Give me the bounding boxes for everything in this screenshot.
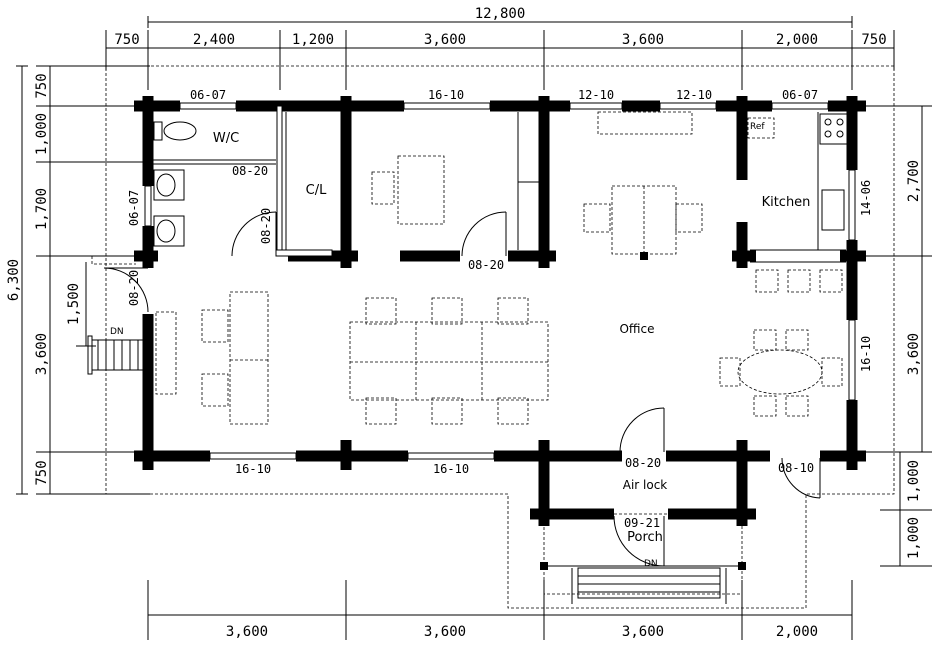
label-dn-left: DN xyxy=(110,327,124,337)
code-d-wc: 08-20 xyxy=(232,164,268,178)
code-d-side: 08-10 xyxy=(778,461,814,475)
dim-left-total: 6,300 xyxy=(6,259,22,301)
refrigerator-icon xyxy=(747,117,775,139)
dim-left-inner: 1,500 xyxy=(66,283,82,325)
code-w-right-office: 16-10 xyxy=(859,336,873,372)
room-label-porch: Porch xyxy=(627,530,663,545)
porch-stairs xyxy=(543,513,743,604)
dim-top-seg-3: 1,200 xyxy=(292,32,334,48)
dim-top-seg-1: 750 xyxy=(114,32,139,48)
dim-left-seg-3: 1,700 xyxy=(34,188,50,230)
code-d-airlock: 08-20 xyxy=(625,456,661,470)
code-w-top-wc: 06-07 xyxy=(190,88,226,102)
code-w-bottom2: 16-10 xyxy=(433,462,469,476)
dim-right-seg-2: 3,600 xyxy=(906,333,922,375)
dim-right-seg-1: 2,700 xyxy=(906,160,922,202)
code-w-left-wc: 06-07 xyxy=(127,190,141,226)
label-dn-porch: DN xyxy=(644,559,658,569)
opening-codes: 06-07 16-10 12-10 12-10 06-07 06-07 08-2… xyxy=(127,88,873,530)
room-label-wc: W/C xyxy=(213,131,239,146)
room-label-kitchen: Kitchen xyxy=(762,195,811,210)
windows xyxy=(144,102,856,460)
code-w-top-dining2: 12-10 xyxy=(676,88,712,102)
dim-left-seg-1: 750 xyxy=(34,73,50,98)
code-d-room: 08-20 xyxy=(468,258,504,272)
dim-top-seg-6: 2,000 xyxy=(776,32,818,48)
label-ref: Ref xyxy=(750,122,765,132)
washbasin-icon xyxy=(153,169,185,247)
dim-right-seg-4: 1,000 xyxy=(906,517,922,559)
dim-right-seg-3: 1,000 xyxy=(906,460,922,502)
code-w-bottom1: 16-10 xyxy=(235,462,271,476)
room-label-airlock: Air lock xyxy=(623,478,668,492)
dim-top-total: 12,800 xyxy=(475,6,526,22)
furniture xyxy=(155,111,843,425)
dim-left-seg-4: 3,600 xyxy=(34,333,50,375)
dim-bottom-seg-4: 2,000 xyxy=(776,624,818,640)
doors xyxy=(103,211,821,567)
code-w-top-room: 16-10 xyxy=(428,88,464,102)
left-stairs xyxy=(87,335,145,375)
code-d-porch: 09-21 xyxy=(624,516,660,530)
code-d-closet: 08-20 xyxy=(259,208,273,244)
dim-left-seg-5: 750 xyxy=(34,460,50,485)
stove-icon xyxy=(819,113,849,231)
dim-top-seg-2: 2,400 xyxy=(193,32,235,48)
code-w-right-kitchen: 14-06 xyxy=(859,180,873,216)
code-w-top-dining1: 12-10 xyxy=(578,88,614,102)
dim-bottom-seg-3: 3,600 xyxy=(622,624,664,640)
dim-top-seg-4: 3,600 xyxy=(424,32,466,48)
dim-top-seg-5: 3,600 xyxy=(622,32,664,48)
room-labels: W/C C/L Kitchen Office Air lock Porch Re… xyxy=(110,122,810,569)
code-d-left-exit: 08-20 xyxy=(127,270,141,306)
dimension-labels: 12,800 750 2,400 1,200 3,600 3,600 2,000… xyxy=(6,6,922,640)
toilet-icon xyxy=(153,121,197,141)
dim-bottom-seg-1: 3,600 xyxy=(226,624,268,640)
eave-outline xyxy=(91,65,895,609)
room-label-closet: C/L xyxy=(306,183,327,198)
dim-top-seg-7: 750 xyxy=(861,32,886,48)
partitions xyxy=(148,105,846,263)
code-w-top-kitchen: 06-07 xyxy=(782,88,818,102)
dim-bottom-seg-2: 3,600 xyxy=(424,624,466,640)
room-label-office: Office xyxy=(619,322,654,336)
dim-left-seg-2: 1,000 xyxy=(34,113,50,155)
